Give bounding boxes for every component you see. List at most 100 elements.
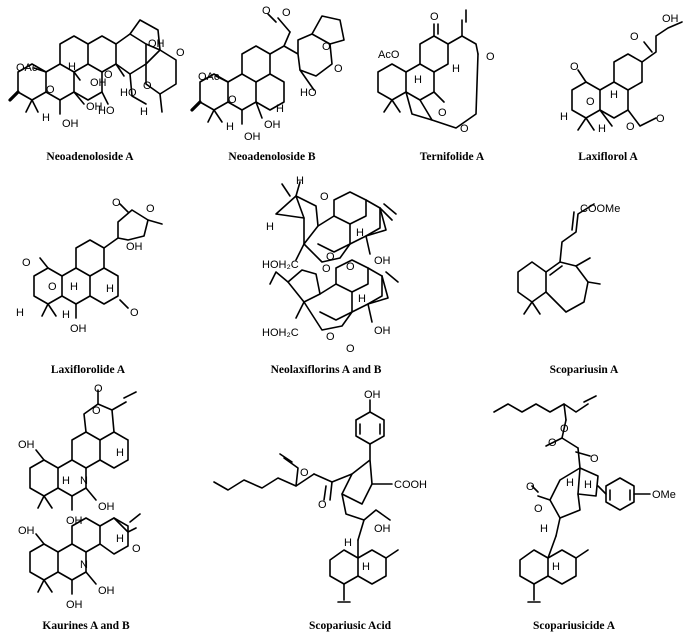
atom-label: O [143, 80, 152, 92]
structure-kaurines-a-b: O O OH H N H OH OH OH H N O OH OH Kaurin… [18, 383, 141, 632]
atom-label: O [320, 191, 329, 203]
atom-label: O [560, 423, 569, 435]
skeleton-neoadenoloside-b [199, 15, 345, 125]
skeleton-neoadenoloside-a [17, 19, 177, 115]
skeleton-kaurine-bottom [29, 517, 137, 595]
skeleton-laxiflorol-a [571, 21, 683, 131]
atom-label: H [16, 307, 24, 319]
atom-label: H [106, 283, 114, 295]
atom-label: H [344, 537, 352, 549]
atom-label: H [610, 89, 618, 101]
structure-laxiflorolide-a: O O O OH O H H H H OH O Laxiflorolide A [16, 197, 163, 376]
atom-label: H [598, 123, 606, 135]
atom-label: O [626, 121, 635, 133]
double-bond [129, 513, 141, 523]
atom-label: O [104, 69, 113, 81]
atom-label: HOH₂C [262, 259, 299, 271]
double-bond [323, 485, 327, 501]
atom-label: O [318, 499, 327, 511]
atom-label: H [266, 221, 274, 233]
atom-label: H [70, 281, 78, 293]
atom-label: O [262, 5, 271, 17]
compound-name: Scopariusicide A [533, 620, 616, 632]
atom-label: H [552, 561, 560, 573]
skeleton-kaurine-top [29, 389, 129, 511]
atom-label: H [362, 561, 370, 573]
skeleton-neolaxiflorin-top [275, 181, 393, 263]
atom-label: O [630, 31, 639, 43]
atom-label: H [68, 61, 76, 73]
atom-label: AcO [378, 49, 400, 61]
atom-label: OH [374, 523, 391, 535]
compound-name: Scopariusin A [550, 364, 619, 376]
atom-label: OH [374, 325, 391, 337]
structure-neoadenoloside-b: O OAc O O O HO H OH OH H O Neoadenolosid… [190, 5, 345, 163]
atom-label: O [146, 203, 155, 215]
atom-label: OH [66, 599, 83, 611]
structure-neolaxiflorins-a-b: H O H H HOH₂C O O OH O H HOH₂C O O OH Ne… [262, 175, 399, 376]
double-bond [571, 211, 575, 231]
double-bond [385, 271, 399, 283]
atom-label: O [346, 343, 355, 355]
double-bond [383, 203, 397, 215]
atom-label: O [92, 405, 101, 417]
structure-laxiflorol-a: OH O O H O H O O H Laxiflorol A [560, 13, 683, 163]
atom-label: H [42, 112, 50, 124]
atom-label: O [132, 543, 141, 555]
atom-label: O [322, 41, 331, 53]
atom-label: OH [18, 525, 35, 537]
double-bond [575, 451, 591, 457]
atom-label: OH [126, 241, 143, 253]
atom-label: O [486, 51, 495, 63]
atom-label: O [460, 123, 469, 135]
atom-label: N [80, 475, 88, 487]
atom-label: OH [90, 77, 107, 89]
compound-name: Neolaxiflorins A and B [271, 364, 382, 376]
double-bond [643, 41, 653, 53]
atom-label: O [346, 261, 355, 273]
double-bond [531, 485, 539, 493]
atom-label: OH [264, 119, 281, 131]
atom-label: OMe [652, 489, 676, 501]
atom-label: OH [98, 501, 115, 513]
atom-label: OH [66, 515, 83, 527]
atom-label: OH [86, 101, 103, 113]
compound-name: Laxiflorolide A [51, 364, 126, 376]
atom-label: OH [662, 13, 679, 25]
atom-label: H [358, 293, 366, 305]
atom-label: H [116, 447, 124, 459]
atom-label: H [540, 523, 548, 535]
atom-label: O [590, 453, 599, 465]
compound-name: Ternifolide A [420, 151, 485, 163]
atom-label: O [46, 84, 55, 96]
atom-label: COOH [394, 479, 427, 491]
compound-name: Neoadenoloside B [228, 151, 316, 163]
atom-label: O [176, 47, 185, 59]
atom-label: HO [300, 87, 317, 99]
atom-label: H [62, 309, 70, 321]
atom-label: OAc [16, 62, 38, 74]
atom-label: O [326, 331, 335, 343]
atom-label: O [94, 383, 103, 395]
wedge-bond [8, 90, 20, 102]
atom-label: OH [62, 118, 79, 130]
atom-label: H [566, 477, 574, 489]
atom-label: H [584, 479, 592, 491]
atom-label: H [356, 227, 364, 239]
atom-label: OH [70, 323, 87, 335]
atom-label: H [226, 121, 234, 133]
atom-label: OH [98, 585, 115, 597]
structure-ternifolide-a: O AcO H O O O H Ternifolide A [377, 9, 495, 163]
atom-label: OH [374, 255, 391, 267]
atom-label: O [534, 503, 543, 515]
structure-scopariusin-a: COOMe Scopariusin A [517, 203, 620, 376]
atom-label: O [22, 257, 31, 269]
atom-label: O [438, 107, 447, 119]
atom-label: H [414, 74, 422, 86]
atom-label: N [80, 559, 88, 571]
compound-name: Neoadenoloside A [46, 151, 134, 163]
compound-name: Laxiflorol A [578, 151, 638, 163]
skeleton-scopariusic-acid [213, 399, 399, 601]
atom-label: O [430, 11, 439, 23]
double-bond [583, 395, 597, 403]
